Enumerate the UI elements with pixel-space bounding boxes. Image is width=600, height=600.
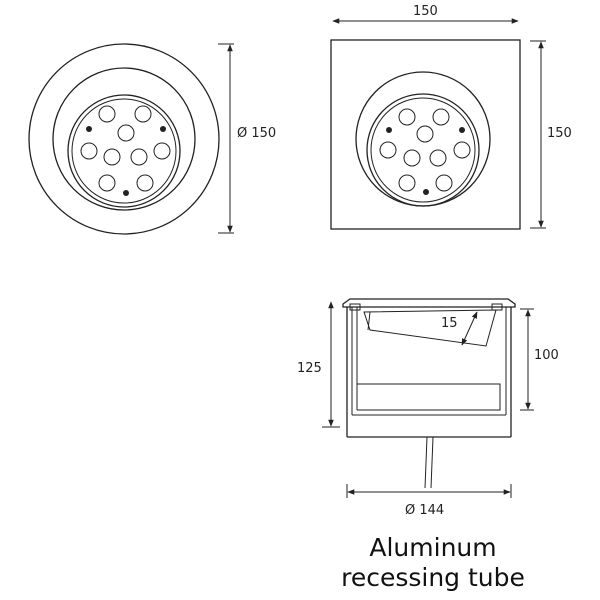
square-inner-ring: [355, 71, 491, 207]
led-icon: [432, 108, 450, 126]
flange-tab-left: [349, 303, 361, 311]
screw-dot-icon: [123, 190, 129, 196]
square-led-array: [379, 108, 471, 195]
led-icon: [98, 105, 116, 123]
screw-dot-icon: [386, 127, 392, 133]
screw-dot-icon: [459, 127, 465, 133]
square-frame: [330, 39, 521, 230]
led-icon: [398, 174, 416, 192]
led-icon: [80, 142, 98, 160]
tube-depth-label: 100: [534, 348, 559, 363]
square-height-label: 150: [547, 126, 572, 141]
screw-dot-icon: [86, 126, 92, 132]
round-fixture-view: Ø 150: [28, 43, 276, 235]
led-icon: [117, 124, 135, 142]
led-icon: [453, 141, 471, 159]
screw-dot-icon: [423, 189, 429, 195]
round-led-array: [80, 105, 171, 196]
tube-cable: [424, 436, 434, 489]
round-diameter-label: Ø 150: [237, 126, 276, 141]
tilted-lamp-head: [363, 309, 497, 347]
led-icon: [136, 174, 154, 192]
screw-dot-icon: [160, 126, 166, 132]
led-icon: [416, 125, 434, 143]
led-icon: [130, 148, 148, 166]
tilt-angle-dim-line: [461, 311, 478, 346]
round-outer-ring: [28, 43, 220, 235]
led-icon: [103, 148, 121, 166]
tube-diameter-label: Ø 144: [405, 503, 444, 518]
caption-line-2: recessing tube: [341, 563, 525, 592]
square-led-housing: [366, 93, 480, 207]
square-fixture-view: 150 150: [330, 4, 572, 230]
tube-height-label: 125: [297, 361, 322, 376]
led-icon: [435, 174, 453, 192]
tube-flange: [342, 298, 516, 308]
led-icon: [429, 149, 447, 167]
led-icon: [398, 108, 416, 126]
square-width-label: 150: [413, 4, 438, 19]
round-inner-ring: [52, 67, 196, 211]
lamp-head-edge: [367, 311, 371, 331]
led-icon: [134, 105, 152, 123]
led-icon: [379, 141, 397, 159]
round-led-plate: [71, 98, 177, 204]
tube-section-view: 15 125 100 Ø 144: [297, 298, 559, 518]
tilt-angle-label: 15: [441, 316, 458, 331]
round-led-housing: [67, 94, 181, 208]
lamp-block: [357, 383, 501, 411]
square-led-plate: [370, 97, 476, 203]
caption-line-1: Aluminum: [369, 533, 496, 562]
flange-tab-right: [491, 303, 503, 311]
led-icon: [153, 142, 171, 160]
led-icon: [403, 149, 421, 167]
led-icon: [98, 174, 116, 192]
